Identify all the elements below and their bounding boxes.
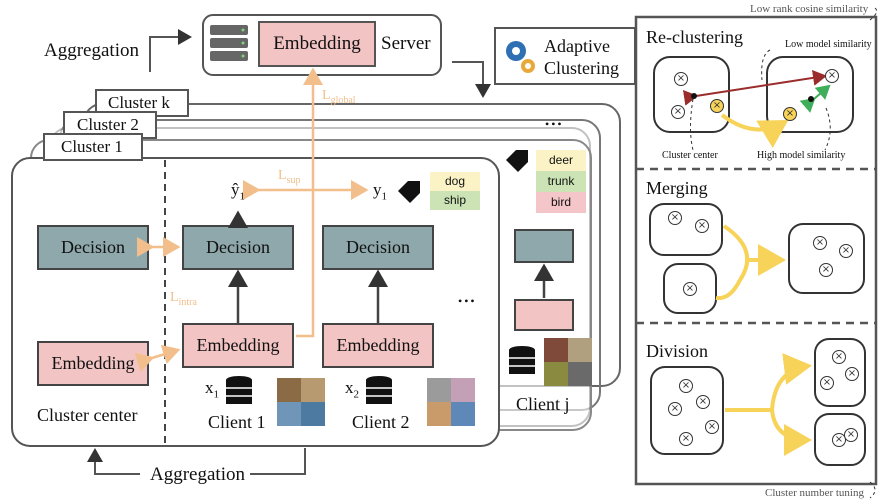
client-1-label: Client 1 bbox=[208, 412, 266, 432]
loss-sup: Lsup bbox=[278, 168, 301, 186]
client-marker-icon: × bbox=[679, 379, 693, 393]
client-marker-icon: × bbox=[668, 402, 682, 416]
client-marker-icon: × bbox=[825, 69, 839, 83]
client-marker-icon: × bbox=[674, 72, 688, 86]
tag-dog: dog bbox=[430, 172, 480, 191]
adaptive-label-2: Clustering bbox=[544, 58, 619, 78]
tag-deer: deer bbox=[536, 150, 586, 171]
low-model-sim-label: Low model similarity bbox=[785, 39, 872, 50]
sample-images bbox=[277, 338, 592, 426]
y-label: y1 bbox=[373, 180, 387, 203]
decision-client-1: Decision bbox=[206, 237, 270, 257]
client-j-label: Client j bbox=[516, 394, 570, 414]
database-icon bbox=[226, 346, 535, 404]
tag-icon-2 bbox=[506, 150, 528, 172]
cluster-1-frame bbox=[11, 157, 500, 447]
tag-bird: bird bbox=[536, 192, 586, 213]
cluster-center-note: Cluster center bbox=[662, 150, 718, 161]
client-marker-icon: × bbox=[710, 99, 724, 113]
merging-title: Merging bbox=[646, 178, 708, 198]
server-embedding-block bbox=[258, 21, 376, 67]
client-marker-icon: × bbox=[819, 263, 833, 277]
client-marker-icon: × bbox=[668, 211, 682, 225]
reclustering-title: Re-clustering bbox=[646, 27, 743, 47]
x2-label: x2 bbox=[345, 378, 359, 401]
x1-label: x1 bbox=[205, 378, 219, 401]
client-marker-icon: × bbox=[705, 420, 719, 434]
low-rank-note: Low rank cosine similarity bbox=[750, 3, 869, 15]
client-marker-icon: × bbox=[683, 282, 697, 296]
client-marker-icon: × bbox=[839, 244, 853, 258]
client-marker-icon: × bbox=[832, 350, 846, 364]
gears-icon bbox=[506, 41, 535, 73]
server-label: Server bbox=[381, 33, 431, 54]
client-marker-icon: × bbox=[844, 428, 858, 442]
decision-center: Decision bbox=[61, 237, 125, 257]
cluster-center-label: Cluster center bbox=[37, 405, 138, 425]
cluster-tuning-note: Cluster number tuning bbox=[765, 487, 864, 499]
client-marker-icon: × bbox=[845, 367, 859, 381]
embedding-client-2: Embedding bbox=[336, 335, 420, 355]
high-model-sim-label: High model similarity bbox=[757, 150, 846, 161]
cluster-2-label: Cluster 2 bbox=[77, 115, 139, 134]
cluster-1-label: Cluster 1 bbox=[61, 137, 123, 156]
server-rack-icon bbox=[210, 25, 248, 61]
client-marker-icon: × bbox=[679, 432, 693, 446]
tag-icon bbox=[398, 181, 420, 203]
more-clients-dots: ••• bbox=[458, 294, 477, 308]
client-marker-icon: × bbox=[783, 107, 797, 121]
embedding-center: Embedding bbox=[51, 353, 135, 373]
loss-global: Lglobal bbox=[322, 88, 356, 106]
y-hat-label: ŷ1 bbox=[231, 180, 245, 203]
client-marker-icon: × bbox=[813, 236, 827, 250]
more-clusters-dots: ••• bbox=[545, 117, 564, 131]
client-marker-icon: × bbox=[695, 219, 709, 233]
embedding-client-1: Embedding bbox=[196, 335, 280, 355]
cluster-k-label: Cluster k bbox=[108, 93, 170, 112]
tag-trunk: trunk bbox=[536, 171, 586, 192]
client-marker-icon: × bbox=[696, 395, 710, 409]
adaptive-label-1: Adaptive bbox=[544, 36, 610, 56]
aggregation-bottom-label: Aggregation bbox=[150, 464, 245, 485]
tag-ship: ship bbox=[430, 191, 480, 210]
server-embedding-label: Embedding bbox=[273, 33, 361, 54]
client-marker-icon: × bbox=[820, 376, 834, 390]
aggregation-top-label: Aggregation bbox=[44, 40, 139, 61]
loss-intra: Lintra bbox=[170, 290, 197, 308]
client-marker-icon: × bbox=[671, 105, 685, 119]
division-title: Division bbox=[646, 341, 709, 361]
client-2-label: Client 2 bbox=[352, 412, 410, 432]
decision-client-2: Decision bbox=[346, 237, 410, 257]
